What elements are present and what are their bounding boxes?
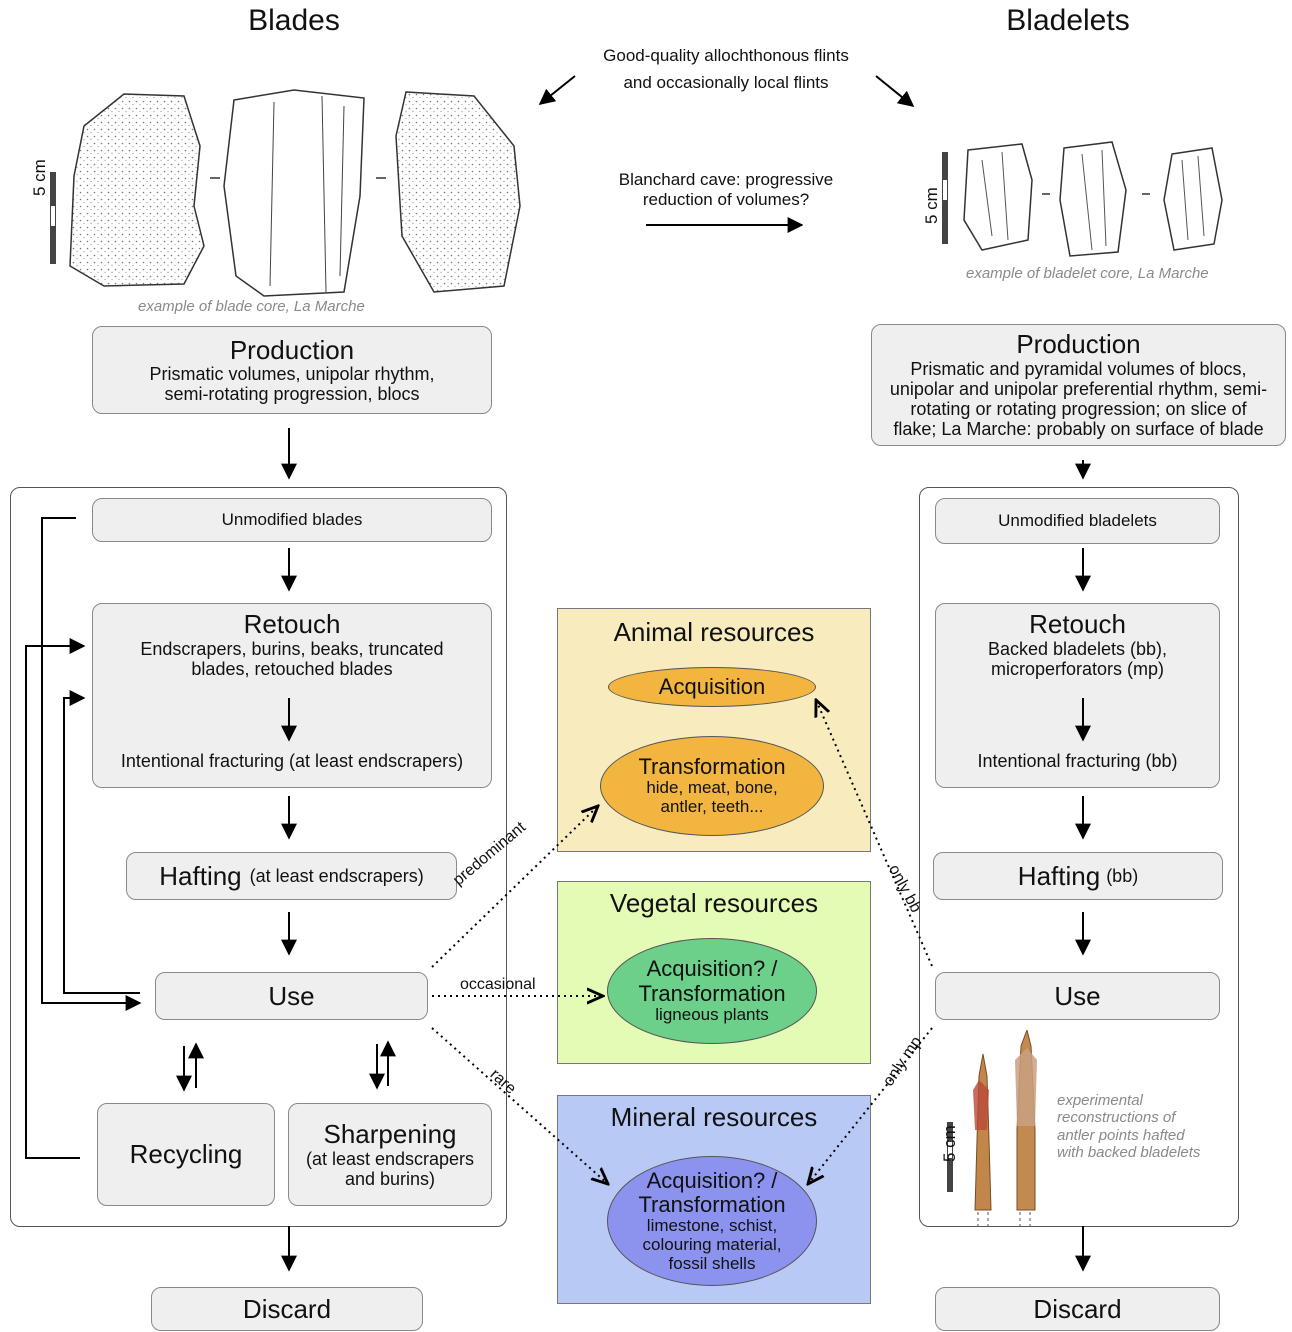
dotted-only-mp <box>808 1027 933 1184</box>
blades-hafting-box: Hafting (at least endscrapers) <box>126 852 457 900</box>
experimental-caption: experimental reconstructions of antler p… <box>1057 1092 1201 1161</box>
bladelets-production-line3: rotating or rotating progression; on sli… <box>910 399 1247 420</box>
blades-discard-box: Discard <box>151 1287 423 1331</box>
blades-production-title: Production <box>229 334 355 365</box>
loop-use-to-retouch <box>63 690 140 994</box>
sharpening-title: Sharpening <box>323 1119 457 1150</box>
bladelets-use-box: Use <box>935 972 1220 1020</box>
bladelets-retouch-line2: microperforators (mp) <box>990 658 1165 679</box>
bladelets-discard-box: Discard <box>935 1287 1220 1331</box>
bladelets-production-line4: flake; La Marche: probably on surface of… <box>893 419 1264 440</box>
blades-fracturing-label: Intentional fracturing (at least endscra… <box>120 750 464 771</box>
bladelet-core-face-2 <box>1059 141 1127 257</box>
blades-retouch-title: Retouch <box>243 609 341 639</box>
dotted-rare <box>431 1027 608 1184</box>
bladelet-core-face-1 <box>963 143 1033 251</box>
sharpening-line2: and burins) <box>344 1168 436 1189</box>
bladelets-hafting-title: Hafting <box>1017 860 1101 891</box>
bladelets-production-title: Production <box>1016 329 1141 360</box>
core-face-3 <box>395 91 521 293</box>
vegetal-resources-title: Vegetal resources <box>609 888 819 918</box>
bladelets-production-line2: unipolar and unipolar preferential rhyth… <box>889 379 1268 400</box>
blades-production-line1: Prismatic volumes, unipolar rhythm, <box>149 364 435 385</box>
bladelets-retouch-box: Retouch Backed bladelets (bb), microperf… <box>935 603 1220 788</box>
blades-hafting-sub: (at least endscrapers) <box>249 865 424 886</box>
recycling-box: Recycling <box>97 1103 275 1206</box>
bladelets-chain-frame <box>919 487 1239 1227</box>
blades-use-box: Use <box>155 972 428 1020</box>
mineral-acquisition-ellipse: Acquisition? / Transformation limestone,… <box>607 1156 817 1286</box>
bladelets-retouch-line1: Backed bladelets (bb), <box>987 638 1168 659</box>
edge-label-occasional: occasional <box>460 976 536 993</box>
unmodified-bladelets-box: Unmodified bladelets <box>935 498 1220 544</box>
blades-production-box: Production Prismatic volumes, unipolar r… <box>92 326 492 414</box>
bladelets-production-line1: Prismatic and pyramidal volumes of blocs… <box>910 358 1247 379</box>
animal-transformation-ellipse: Transformation hide, meat, bone, antler,… <box>600 736 824 836</box>
animal-acquisition-ellipse: Acquisition <box>608 667 816 707</box>
bladelets-retouch-title: Retouch <box>1029 609 1126 639</box>
bladelets-hafting-sub: (bb) <box>1106 865 1139 886</box>
blades-retouch-line1: Endscrapers, burins, beaks, truncated <box>140 638 444 659</box>
sharpening-line1: (at least endscrapers <box>305 1148 475 1169</box>
blades-hafting-title: Hafting <box>159 860 242 891</box>
loop-unmodified-to-use <box>41 517 142 1011</box>
bladelet-core-face-3 <box>1163 147 1223 251</box>
bladelets-header: Bladelets <box>1006 4 1130 37</box>
blade-core-caption: example of blade core, La Marche <box>138 298 365 315</box>
sharpening-box: Sharpening (at least endscrapers and bur… <box>288 1103 492 1206</box>
blades-production-line2: semi-rotating progression, blocs <box>164 384 420 405</box>
mineral-resources-title: Mineral resources <box>610 1102 818 1132</box>
core-face-2 <box>223 89 365 297</box>
bladelet-core-caption: example of bladelet core, La Marche <box>966 265 1209 282</box>
bladelets-fracturing-label: Intentional fracturing (bb) <box>977 750 1178 771</box>
dotted-only-bb <box>816 700 933 967</box>
blades-retouch-line2: blades, retouched blades <box>191 658 393 679</box>
blades-chain-frame <box>10 487 507 1227</box>
loop-recycling-to-retouch <box>25 638 86 1159</box>
arrow-to-bladelets <box>875 75 915 108</box>
bladelet-core-illustration <box>942 141 1223 257</box>
bladelets-hafting-box: Hafting (bb) <box>933 852 1223 900</box>
arrow-to-blades <box>538 75 576 105</box>
blade-core-illustration <box>50 89 521 297</box>
blades-header: Blades <box>248 4 340 37</box>
animal-resources-title: Animal resources <box>613 617 815 647</box>
core-face-1 <box>69 93 205 287</box>
bladelets-production-box: Production Prismatic and pyramidal volum… <box>871 324 1286 446</box>
antler-points-illustration <box>947 1030 1037 1226</box>
vegetal-acquisition-ellipse: Acquisition? / Transformation ligneous p… <box>607 938 817 1044</box>
unmodified-blades-box: Unmodified blades <box>92 498 492 542</box>
blades-retouch-box: Retouch Endscrapers, burins, beaks, trun… <box>92 603 492 788</box>
dotted-predominant <box>431 806 598 968</box>
